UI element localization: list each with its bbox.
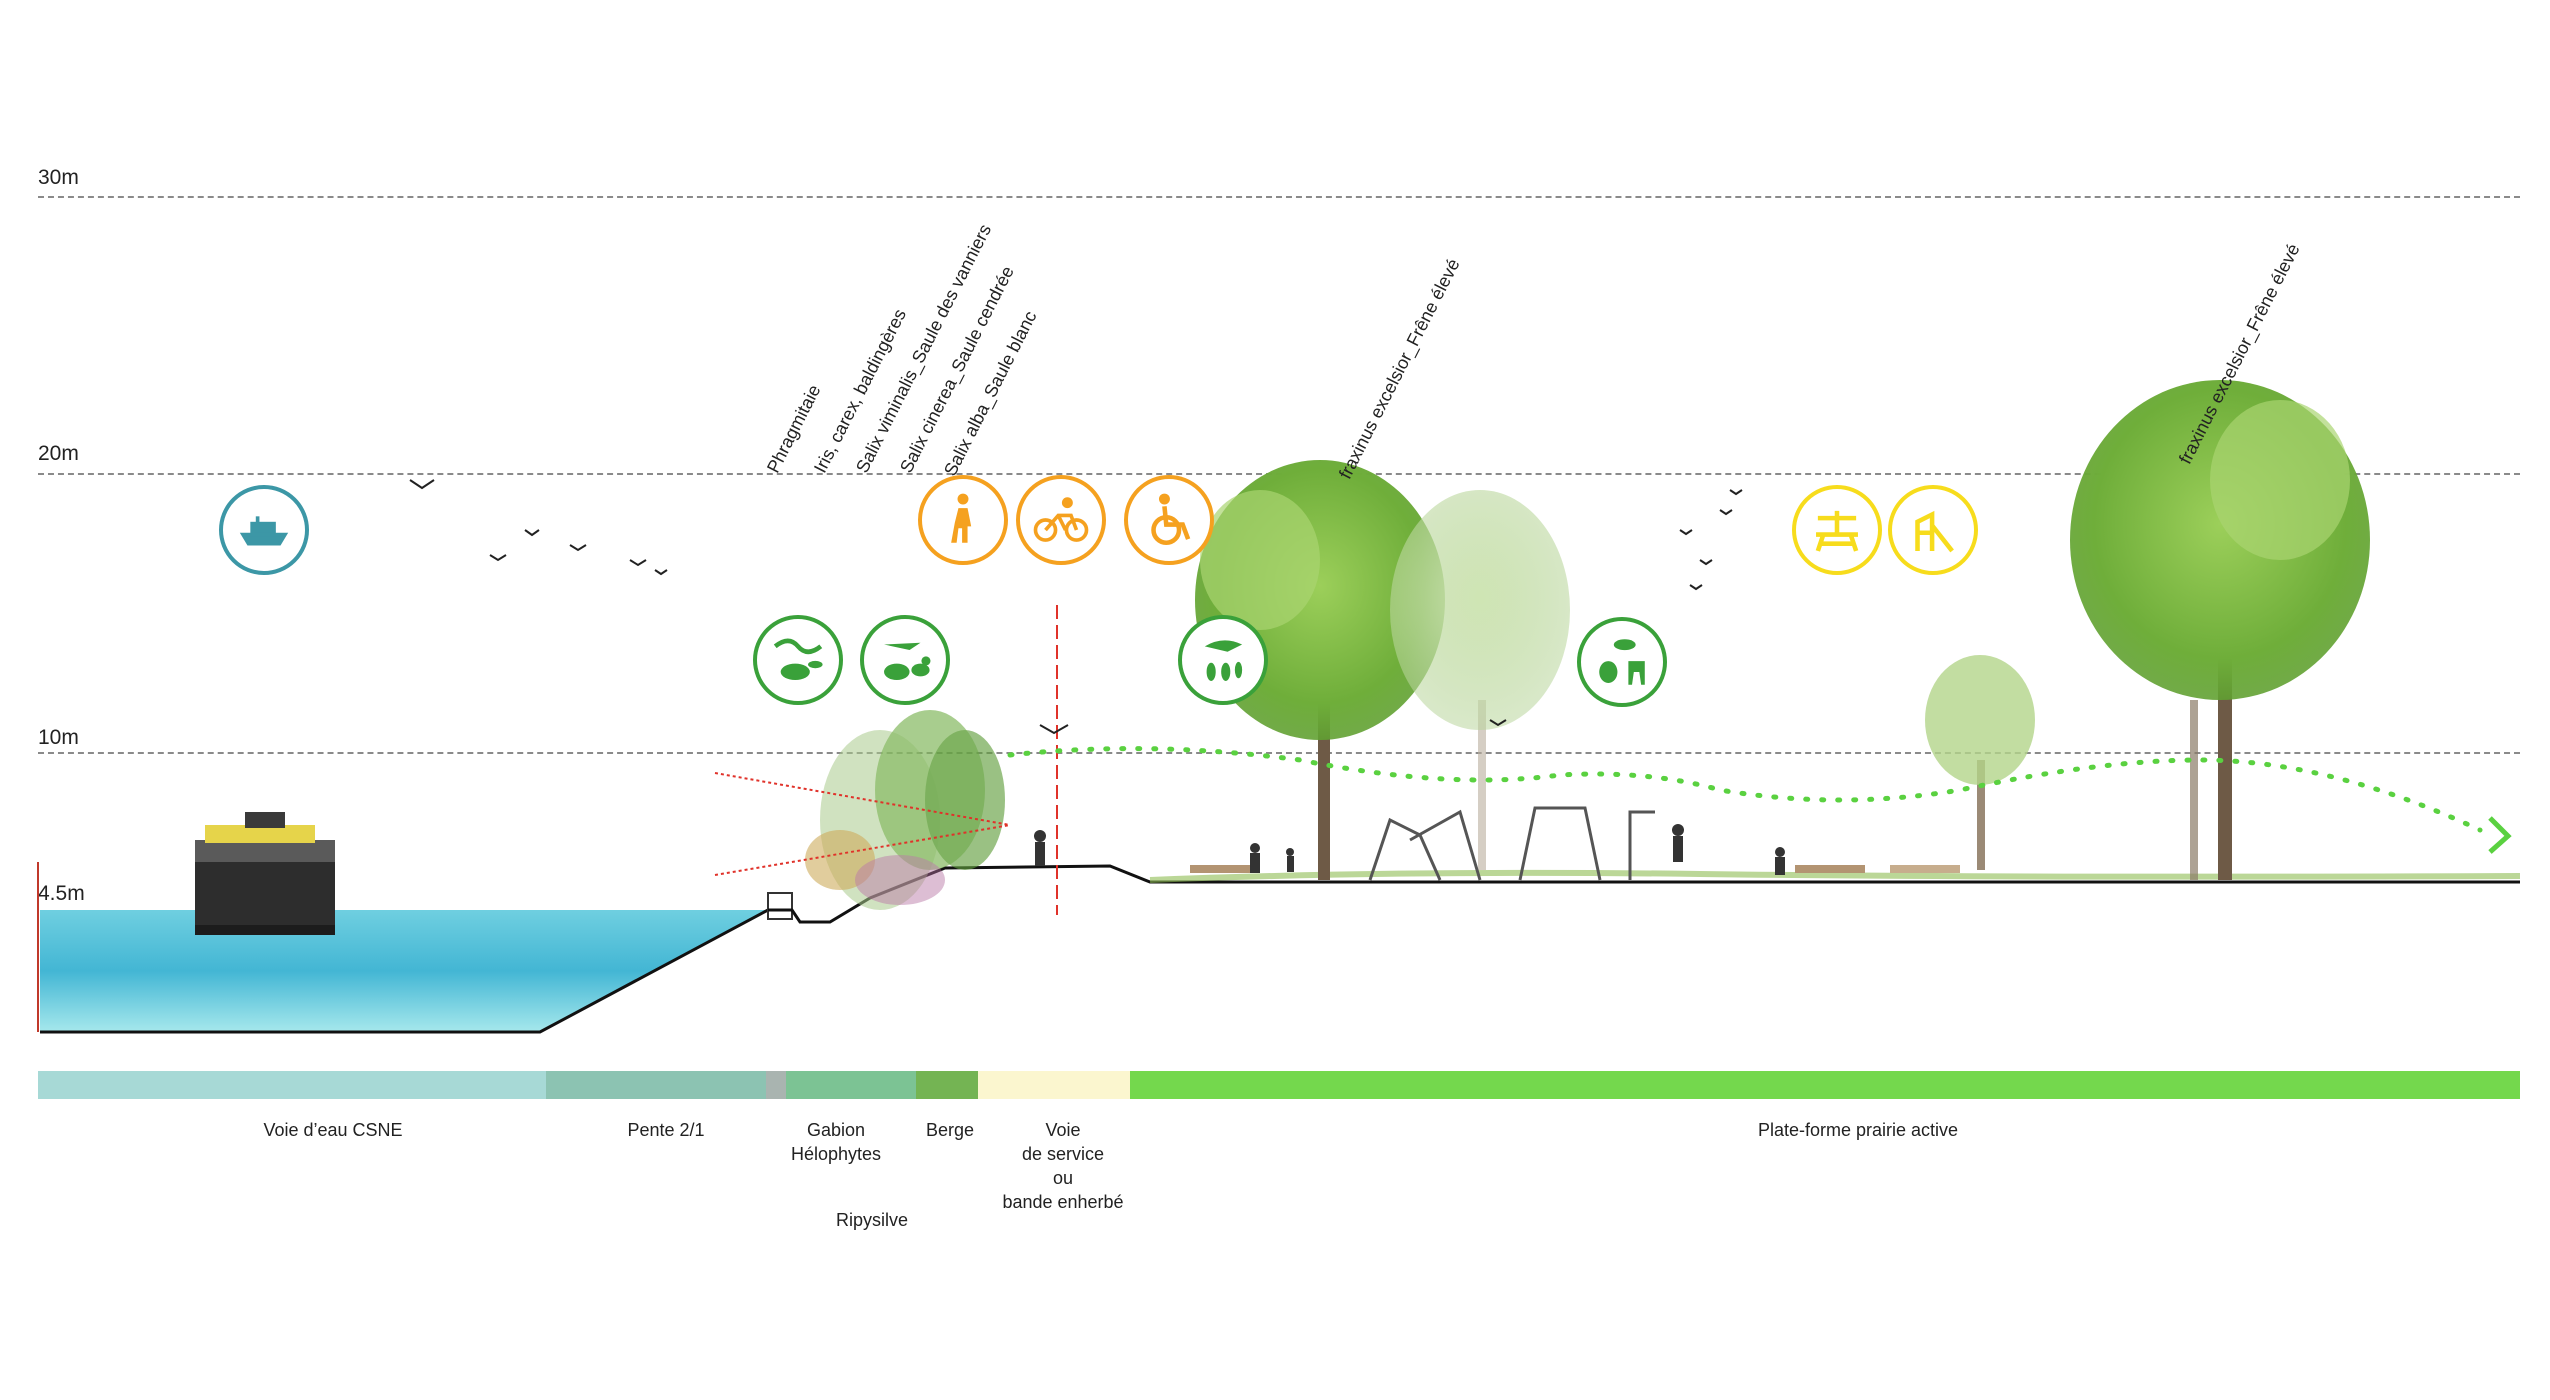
picnic-table-icon <box>1792 485 1882 575</box>
level-line-30m <box>38 196 2520 198</box>
level-line-10m <box>38 752 2520 754</box>
riparian-vegetation <box>805 710 1005 910</box>
playground-icon <box>1888 485 1978 575</box>
fauna-corridor-arrow-icon <box>2488 816 2512 854</box>
zone-helophytes <box>786 1071 916 1099</box>
bird-insects-icon <box>1178 615 1268 705</box>
pedestrian-icon <box>918 475 1008 565</box>
zone-label-ripysilve: Ripysilve <box>835 1210 909 1230</box>
zone-label-gabion: Gabion <box>806 1120 866 1140</box>
squirrel-deer-hare-icon <box>1577 617 1667 707</box>
level-label-30m: 30m <box>38 166 79 189</box>
zone-label-berge: Berge <box>925 1120 975 1140</box>
zone-label-helophytes: Hélophytes <box>790 1144 882 1164</box>
zone-label-voie-eau: Voie d’eau CSNE <box>263 1120 403 1140</box>
fauna-corridor-path <box>1007 746 2483 833</box>
level-label-4-5m: 4.5m <box>38 882 85 905</box>
cyclist-icon <box>1016 475 1106 565</box>
zone-voie-service <box>978 1071 1130 1099</box>
trees <box>1195 380 2370 880</box>
zone-label-pente: Pente 2/1 <box>627 1120 705 1140</box>
zone-plateforme <box>1130 1071 2520 1099</box>
zone-bar <box>38 1071 2520 1099</box>
wheelchair-icon <box>1124 475 1214 565</box>
zone-pente <box>546 1071 766 1099</box>
level-label-10m: 10m <box>38 726 79 749</box>
zone-label-plateforme: Plate-forme prairie active <box>1757 1120 1959 1140</box>
snake-beaver-fish-icon <box>753 615 843 705</box>
frog-duck-bird-icon <box>860 615 950 705</box>
birds <box>409 479 1743 735</box>
barge <box>195 812 335 935</box>
people-silhouettes <box>1034 824 1785 875</box>
boat-icon <box>219 485 309 575</box>
bank-profile <box>767 864 2521 924</box>
level-label-20m: 20m <box>38 442 79 465</box>
zone-gabion <box>766 1071 786 1099</box>
sightline-markers <box>714 605 1058 915</box>
park-furniture <box>1190 806 1960 881</box>
zone-berge <box>916 1071 978 1099</box>
zone-voie-eau <box>38 1071 546 1099</box>
canal-water <box>37 862 769 1034</box>
zone-label-voie-service: Voie de service ou bande enherbé <box>1002 1120 1124 1212</box>
